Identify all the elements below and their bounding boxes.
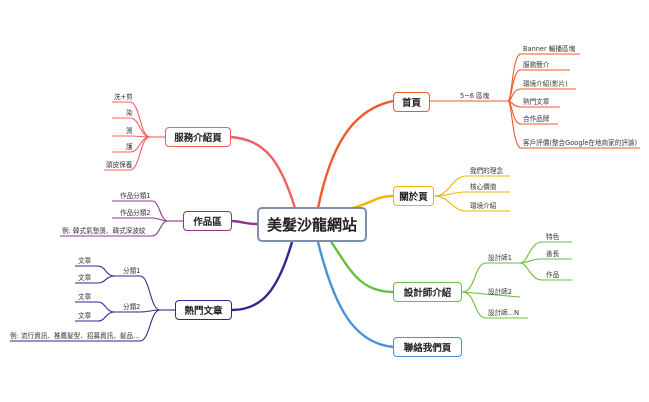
about-item: 核心價值 [470, 183, 497, 191]
node-designer[interactable]: 設計師介紹 [393, 282, 462, 302]
designer-sub-links [461, 241, 572, 319]
link-works [231, 219, 258, 226]
link-home [316, 99, 394, 209]
articles-example: 例: 流行資訊、推薦髮型、招募資訊、髮品... [10, 332, 140, 340]
node-works[interactable]: 作品區 [183, 211, 232, 231]
designer-item: 設計師1 [488, 254, 512, 262]
service-sub-links [104, 101, 165, 171]
designer1-item: 作品 [546, 271, 560, 279]
designer-item: 設計師2 [488, 288, 512, 296]
about-sub-links [433, 175, 510, 212]
works-sub-links [60, 200, 183, 237]
link-service [230, 135, 297, 209]
article-item: 文章 [78, 312, 92, 320]
home-item: 環境介紹(影片) [523, 80, 568, 88]
articles-sub-links [10, 265, 175, 342]
link-articles [231, 241, 294, 312]
link-contact [316, 241, 394, 349]
node-service[interactable]: 服務介紹頁 [165, 127, 231, 147]
designer-item: 設計師...N [488, 309, 520, 317]
home-sub-links [430, 53, 640, 149]
node-about[interactable]: 關於頁 [393, 186, 434, 206]
about-item: 我們的理念 [470, 167, 503, 175]
designer1-item: 善長 [546, 250, 560, 258]
home-item: 服務簡介 [523, 61, 550, 69]
service-item: 染 [126, 109, 133, 117]
article-item: 文章 [78, 274, 92, 282]
service-item: 燙 [126, 127, 133, 135]
service-item: 洗+剪 [114, 93, 133, 101]
works-item: 作品分類1 [120, 192, 151, 200]
service-item: 頭皮保養 [106, 161, 133, 169]
article-item: 文章 [78, 293, 92, 301]
service-item: 護 [126, 143, 133, 151]
article-category: 分類2 [123, 303, 141, 311]
home-section-label: 5~6 區塊 [460, 92, 490, 100]
works-item: 作品分類2 [120, 209, 151, 217]
node-contact[interactable]: 聯絡我們頁 [393, 337, 462, 357]
center-node[interactable]: 美髮沙龍網站 [257, 207, 367, 242]
home-item: Banner 輪播區塊 [523, 45, 576, 53]
node-home[interactable]: 首頁 [393, 92, 430, 112]
about-item: 環境介紹 [470, 202, 497, 210]
link-designer [329, 239, 394, 294]
article-category: 分類1 [123, 267, 141, 275]
home-item: 熱門文章 [523, 98, 550, 106]
article-item: 文章 [78, 257, 92, 265]
works-item: 例: 韓式氣墊燙、韓式深波紋 [62, 227, 146, 235]
home-item: 合作品牌 [523, 115, 550, 123]
designer1-item: 特色 [546, 233, 560, 241]
node-articles[interactable]: 熱門文章 [175, 300, 232, 320]
home-item: 客戶評價(整合Google在地商家的評論) [523, 139, 638, 147]
